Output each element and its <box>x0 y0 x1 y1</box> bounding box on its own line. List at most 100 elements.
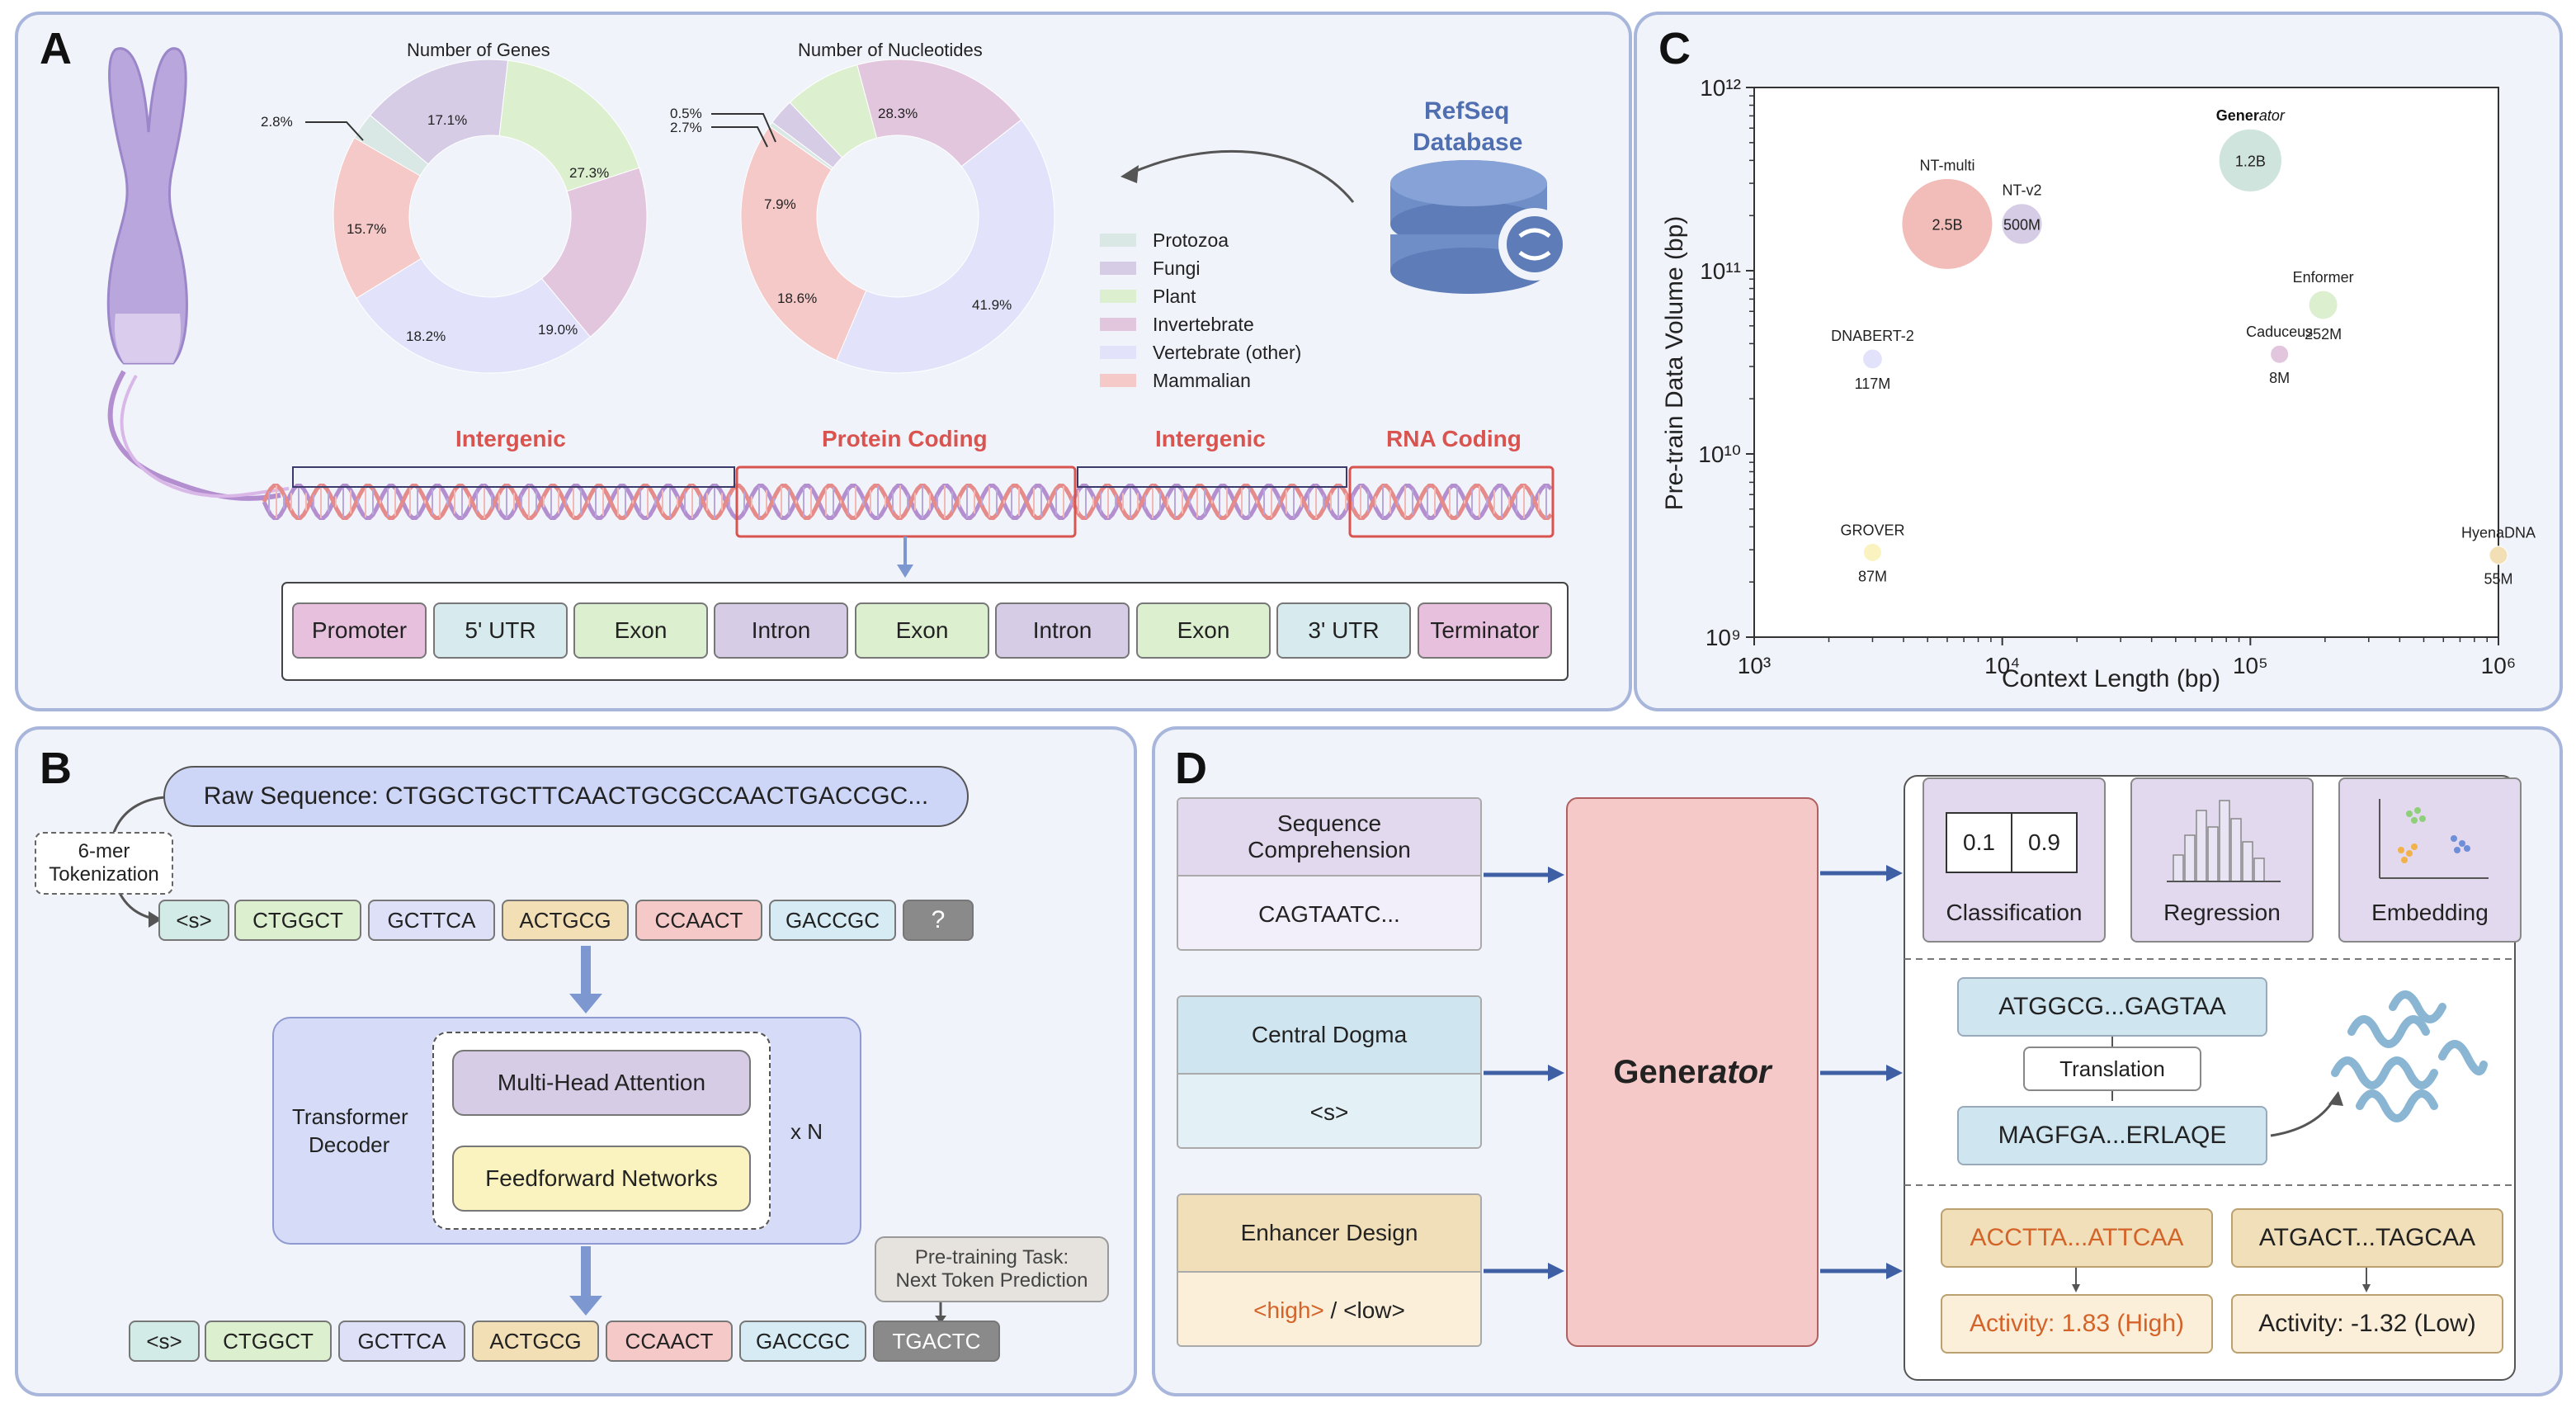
donut-genes <box>333 59 648 374</box>
point-size-dnabert-2: 117M <box>1855 376 1891 392</box>
panel-a-label: A <box>40 24 72 73</box>
output-token-1: CTGGCT <box>205 1321 332 1362</box>
token-low: <low> <box>1343 1297 1405 1323</box>
activity-high: Activity: 1.83 (High) <box>1941 1294 2213 1354</box>
output-token-4: CCAACT <box>606 1321 733 1362</box>
output-token-3: ACTGCG <box>472 1321 599 1362</box>
input-token-unknown: ? <box>903 900 974 941</box>
element-3utr: 3' UTR <box>1276 602 1411 659</box>
translation-label: Translation <box>2023 1047 2201 1091</box>
class-value-box: 0.1 0.9 <box>1946 812 2078 873</box>
database-label-line2: Database <box>1413 129 1523 156</box>
dna-helix <box>262 484 1553 520</box>
input-token-4: CCAACT <box>635 900 762 941</box>
point-nt-multi <box>1901 177 1993 270</box>
dna-sequence-output: ATGGCG...GAGTAA <box>1957 977 2267 1037</box>
genes-label-plant: 18.2% <box>406 328 446 344</box>
region-label-intergenic-2: Intergenic <box>1155 426 1266 451</box>
legend-item-vertebrate: Vertebrate (other) <box>1100 338 1301 366</box>
task-label-classification: Classification <box>1946 900 2083 925</box>
histogram-icon <box>2167 800 2281 882</box>
y-tick-label: 10¹¹ <box>1700 258 1741 284</box>
database-label-line1: RefSeq <box>1424 97 1510 125</box>
point-label-nt-multi: NT-multi <box>1919 157 1974 173</box>
genes-label-mammalian: 17.1% <box>427 112 468 128</box>
protein-sequence-output: MAGFGA...ERLAQE <box>1957 1106 2267 1165</box>
point-size-nt-v2: 500M <box>2003 216 2041 233</box>
enhancer-sequence-high: ACCTTA...ATTCAA <box>1941 1208 2213 1268</box>
decoder-label-line2: Decoder <box>309 1132 390 1157</box>
task-label-regression: Regression <box>2163 900 2281 925</box>
element-terminator: Terminator <box>1418 602 1552 659</box>
y-tick-label: 10¹⁰ <box>1698 442 1741 467</box>
donut-nuc <box>740 59 1055 374</box>
element-intron-1: Intron <box>714 602 848 659</box>
repeat-label: x N <box>790 1119 823 1144</box>
task-card-embedding: Embedding <box>2338 777 2522 943</box>
genes-chart-title: Number of Genes <box>407 40 550 60</box>
region-bracket-intergenic-2 <box>1077 466 1347 488</box>
x-tick-label: 10³ <box>1738 653 1771 678</box>
task-card-regression: Regression <box>2130 777 2314 943</box>
genes-label-protozoa: 2.8% <box>261 114 293 130</box>
input-token-2: GCTTCA <box>368 900 495 941</box>
genes-label-fungi: 15.7% <box>347 221 387 237</box>
element-intron-2: Intron <box>995 602 1130 659</box>
point-label-grover: GROVER <box>1840 522 1904 538</box>
element-exon-3: Exon <box>1136 602 1271 659</box>
tokenization-label: 6-mer Tokenization <box>35 832 173 895</box>
panel-d-label: D <box>1175 744 1207 793</box>
point-size-grover: 87M <box>1858 568 1887 584</box>
point-dnabert-2 <box>1862 348 1883 370</box>
input-title-enhancer: Enhancer Design <box>1178 1195 1480 1273</box>
element-5utr: 5' UTR <box>433 602 568 659</box>
point-label-caduceus: Caduceus <box>2246 324 2313 340</box>
nuc-label-mammalian: 28.3% <box>878 106 918 121</box>
nuc-chart-title: Number of Nucleotides <box>798 40 983 60</box>
input-content-comprehension: CAGTAATC... <box>1178 876 1480 949</box>
output-token-start: <s> <box>129 1321 200 1362</box>
input-card-sequence-comprehension: Sequence Comprehension CAGTAATC... <box>1177 797 1482 951</box>
feedforward-networks: Feedforward Networks <box>452 1146 751 1212</box>
input-token-start: <s> <box>158 900 229 941</box>
nuc-label-protozoa: 0.5% <box>670 106 702 121</box>
y-tick-label: 10¹² <box>1700 75 1741 101</box>
leader-line-genes-protozoa <box>305 121 364 141</box>
element-promoter: Promoter <box>292 602 427 659</box>
legend-item-invertebrate: Invertebrate <box>1100 310 1301 338</box>
class-value-0: 0.1 <box>1947 814 2012 872</box>
multi-head-attention: Multi-Head Attention <box>452 1050 751 1116</box>
decoder-label-line1: Transformer <box>292 1104 408 1129</box>
nuc-slice-vertebrate <box>836 119 1055 374</box>
genes-label-invertebrate: 19.0% <box>538 322 578 338</box>
point-size-caduceus: 8M <box>2269 370 2290 386</box>
x-tick-label: 10⁵ <box>2233 653 2268 678</box>
model-name-italic: ator <box>1709 1053 1772 1090</box>
input-card-enhancer-design: Enhancer Design <high> / <low> <box>1177 1193 1482 1347</box>
nuc-label-vertebrate: 41.9% <box>972 297 1012 313</box>
point-label-dnabert-2: DNABERT-2 <box>1831 328 1914 344</box>
legend-item-mammalian: Mammalian <box>1100 366 1301 395</box>
x-tick-label: 10⁶ <box>2481 653 2517 678</box>
dna-tail <box>107 370 281 501</box>
legend-item-fungi: Fungi <box>1100 254 1301 282</box>
input-token-5: GACCGC <box>769 900 896 941</box>
point-enformer <box>2308 290 2338 320</box>
chromosome-icon <box>106 47 188 365</box>
genes-slice-plant <box>498 59 640 192</box>
region-bracket-rna-coding <box>1348 465 1555 538</box>
leader-line-nuc-fungi <box>711 126 768 148</box>
region-bracket-intergenic-1 <box>292 466 735 488</box>
output-token-5: GACCGC <box>739 1321 866 1362</box>
task-line2: Next Token Prediction <box>895 1269 1088 1292</box>
leader-line-nuc-protozoa <box>711 113 776 143</box>
point-label-generator: Generator <box>2216 107 2286 124</box>
element-exon-1: Exon <box>573 602 708 659</box>
output-token-predicted: TGACTC <box>873 1321 1000 1362</box>
legend: Protozoa Fungi Plant Invertebrate Verteb… <box>1100 226 1301 395</box>
database-icon <box>1390 160 1571 294</box>
embedding-scatter-icon <box>2379 799 2489 879</box>
protein-structure-icon <box>2331 990 2488 1122</box>
